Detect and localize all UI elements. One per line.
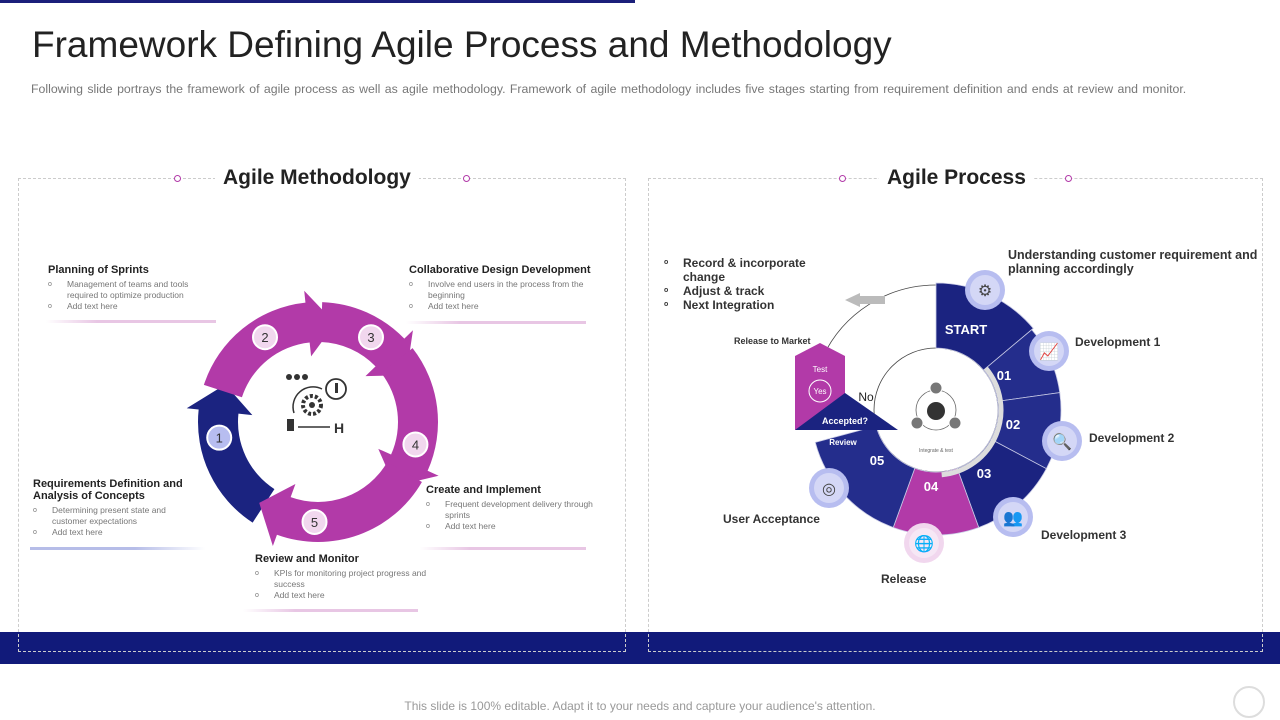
bullet: Next Integration <box>664 298 834 312</box>
review-label: Review <box>829 438 857 447</box>
segment-label: 04 <box>924 479 939 494</box>
divider <box>420 547 586 550</box>
footer-note: This slide is 100% editable. Adapt it to… <box>404 699 876 713</box>
svg-text:🌐: 🌐 <box>914 534 934 553</box>
bullet: Add text here <box>255 590 435 601</box>
bullet: Add text here <box>48 301 218 312</box>
bullet: Involve end users in the process from th… <box>409 279 599 301</box>
dev2-label: Development 2 <box>1089 431 1175 445</box>
target-icon: ◎ <box>809 468 849 508</box>
svg-text:H: H <box>334 420 344 436</box>
top-accent-bar <box>0 0 635 3</box>
divider <box>243 609 418 612</box>
segment-label: 05 <box>870 453 884 468</box>
no-label: No <box>858 390 874 404</box>
stage-5-arrow <box>259 462 422 547</box>
svg-text:📈: 📈 <box>1039 342 1059 361</box>
bullet: KPIs for monitoring project progress and… <box>255 568 435 590</box>
segment-label: 01 <box>997 368 1011 383</box>
title-dot <box>174 175 181 182</box>
bullet: Record & incorporate change <box>664 256 834 284</box>
stage-title: Collaborative Design Development <box>409 264 591 276</box>
search-icon: 🔍 <box>1042 421 1082 461</box>
divider <box>46 320 216 323</box>
svg-text:5: 5 <box>311 515 318 530</box>
bullet: Add text here <box>426 521 596 532</box>
stage-4-badge: 4 <box>402 431 429 458</box>
methodology-title: Agile Methodology <box>215 166 419 190</box>
accepted-label: Accepted? <box>822 416 868 426</box>
bullet: Frequent development delivery through sp… <box>426 499 596 521</box>
start-label: Understanding customer requirement and p… <box>1008 248 1258 276</box>
segment-label: 02 <box>1006 417 1020 432</box>
segment-02 <box>990 392 1062 470</box>
methodology-cycle: 1 2 3 4 5 <box>186 290 439 547</box>
stage-3-text: Collaborative Design Development Involve… <box>409 264 599 312</box>
stage-1-arrow <box>186 384 275 523</box>
stage-2-text: Planning of Sprints Management of teams … <box>48 264 218 312</box>
stage-5-text: Review and Monitor KPIs for monitoring p… <box>255 553 435 601</box>
dev1-label: Development 1 <box>1075 335 1161 349</box>
globe-icon: 🌐 <box>904 523 944 563</box>
center-process-icon: H <box>286 374 347 436</box>
bullet: Add text here <box>33 527 193 538</box>
divider <box>406 321 586 324</box>
segment-label: 03 <box>977 466 991 481</box>
yes-label: Yes <box>813 387 826 396</box>
svg-text:◎: ◎ <box>822 481 836 498</box>
segment-05 <box>814 425 916 528</box>
stage-title: Review and Monitor <box>255 553 359 565</box>
svg-text:⚙: ⚙ <box>978 283 992 300</box>
title-dot <box>839 175 846 182</box>
bullet: Determining present state and customer e… <box>33 505 193 527</box>
svg-text:2: 2 <box>261 330 268 345</box>
svg-text:👥: 👥 <box>1003 510 1023 527</box>
stage-4-text: Create and Implement Frequent developmen… <box>426 484 596 532</box>
return-arrow-icon <box>845 293 885 307</box>
team-icon: 👥 <box>993 497 1033 537</box>
gears-icon: ⚙ <box>965 270 1005 310</box>
stage-title: Create and Implement <box>426 484 541 496</box>
loading-ring-icon <box>1233 686 1265 718</box>
return-arc <box>822 284 937 358</box>
stage-1-badge: 1 <box>206 424 233 451</box>
yes-circle <box>808 379 832 403</box>
test-block <box>795 343 845 430</box>
bottom-band <box>0 632 1280 664</box>
user-acceptance-label: User Acceptance <box>723 512 820 526</box>
dev3-label: Development 3 <box>1041 528 1127 542</box>
svg-text:4: 4 <box>412 437 419 452</box>
release-label: Release <box>881 572 927 586</box>
bullet: Adjust & track <box>664 284 834 298</box>
stage-title: Planning of Sprints <box>48 264 149 276</box>
process-bullets: Record & incorporate change Adjust & tra… <box>664 256 834 312</box>
page-subtitle: Following slide portrays the framework o… <box>31 82 1187 96</box>
stage-3-badge: 3 <box>357 324 384 351</box>
stage-title: Requirements Definition and Analysis of … <box>33 478 183 502</box>
svg-text:1: 1 <box>216 431 223 446</box>
segment-04 <box>892 467 980 536</box>
bullet: Management of teams and tools required t… <box>48 279 218 301</box>
growth-chart-icon: 📈 <box>1029 331 1069 371</box>
stage-2-badge: 2 <box>252 324 279 351</box>
stage-1-text: Requirements Definition and Analysis of … <box>33 478 193 538</box>
svg-text:🔍: 🔍 <box>1052 431 1072 451</box>
segment-label: START <box>945 322 987 337</box>
svg-text:3: 3 <box>367 330 374 345</box>
process-title: Agile Process <box>879 166 1034 190</box>
bullet: Add text here <box>409 301 599 312</box>
page-title: Framework Defining Agile Process and Met… <box>32 24 892 65</box>
title-dot <box>1065 175 1072 182</box>
process-wheel: START 01 02 03 04 05 Integrate & test TestYesAc… <box>795 270 1082 563</box>
center-label: Integrate & test <box>919 448 954 454</box>
divider <box>30 547 205 550</box>
test-label: Test <box>813 365 828 374</box>
stage-5-badge: 5 <box>301 508 328 535</box>
release-to-market-label: Release to Market <box>734 336 811 346</box>
title-dot <box>463 175 470 182</box>
